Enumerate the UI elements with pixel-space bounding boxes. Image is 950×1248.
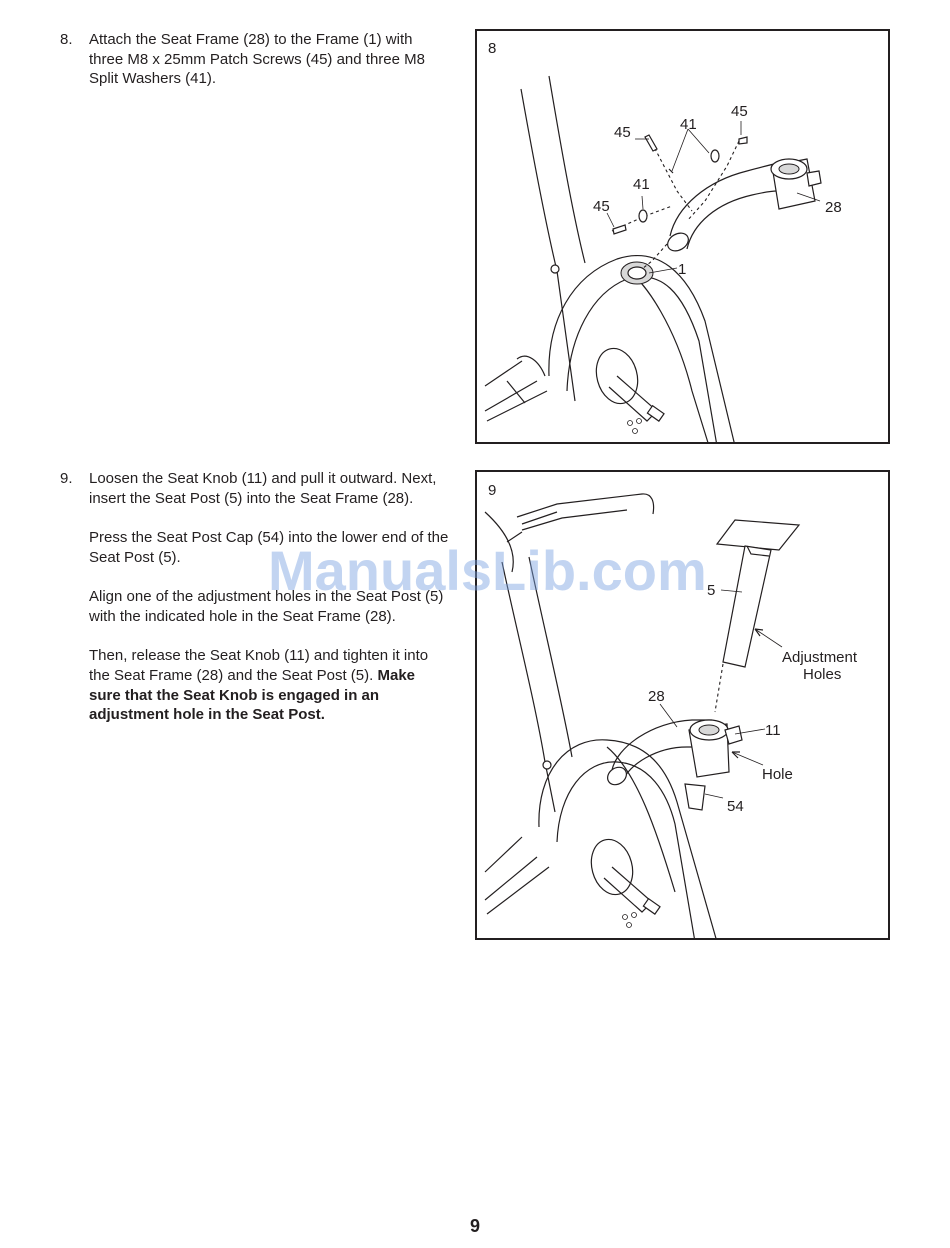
final-instruction: Then, release the Seat Knob (11) and tig…	[89, 647, 429, 684]
watermark: ManualsLib.com	[268, 539, 707, 602]
leader-54	[704, 793, 724, 799]
callout-45: 45	[614, 124, 631, 141]
seat-post-cap-54	[684, 783, 706, 811]
seat-frame-end	[607, 766, 627, 786]
leader-11	[734, 728, 766, 735]
step-8: 8. Attach the Seat Frame (28) to the Fra…	[60, 30, 450, 89]
frame-tube-edge	[548, 75, 586, 264]
frame-lower-tube	[484, 360, 548, 422]
screw-hole	[631, 912, 637, 918]
frame-body-inner	[622, 266, 709, 442]
leader-28	[796, 192, 821, 202]
frame-tube-edge	[501, 561, 556, 813]
page-number: 9	[469, 1216, 480, 1236]
split-washer-41	[668, 168, 674, 174]
step-paragraph-final: Then, release the Seat Knob (11) and tig…	[89, 646, 450, 725]
callout-1: 1	[678, 261, 686, 278]
seat-frame-tube	[621, 746, 702, 783]
leader-hole	[731, 751, 764, 766]
leader-5	[720, 589, 743, 593]
seat-frame-tube	[611, 719, 712, 771]
leader-adjustment-holes	[754, 628, 783, 648]
screw-hole	[622, 914, 628, 920]
step-paragraph: Press the Seat Post Cap (54) into the lo…	[89, 529, 449, 566]
screw-hole	[627, 420, 633, 426]
assembly-line	[714, 663, 724, 713]
assembly-line	[651, 142, 693, 212]
frame-tube-edge	[520, 88, 576, 402]
callout-hole: Hole	[762, 766, 793, 783]
frame-lower-tube	[506, 355, 546, 404]
frame-bolt	[542, 760, 552, 770]
handlebar	[516, 493, 655, 518]
frame-lower-tube	[484, 836, 550, 915]
split-washer-41	[638, 209, 648, 223]
callout-54: 54	[727, 798, 744, 815]
callout-adjustment: Adjustment	[782, 649, 858, 666]
handlebar	[484, 511, 514, 573]
seat-frame-end	[667, 232, 689, 252]
screw-hole	[626, 922, 632, 928]
screw-hole	[632, 428, 638, 434]
step-number: 8.	[60, 31, 73, 48]
seat-frame-tube	[669, 160, 788, 237]
important-note: Make sure that the Seat Knob is engaged …	[89, 666, 416, 724]
step-paragraph: Align one of the adjustment holes in the…	[89, 588, 444, 625]
figure-9-drawing: 9	[484, 482, 858, 938]
seat-post-5	[722, 545, 772, 668]
step-body: Attach the Seat Frame (28) to the Frame …	[89, 30, 450, 89]
seat-frame-opening-inner	[698, 724, 720, 736]
crank-end	[646, 404, 665, 422]
leader-41	[641, 195, 644, 210]
callout-5: 5	[707, 582, 715, 599]
handlebar	[521, 509, 628, 531]
patch-screw-45	[612, 224, 627, 235]
arrow-head	[731, 751, 740, 759]
leader-1	[648, 267, 678, 274]
frame-mount-hole	[627, 266, 647, 280]
arrow-head	[754, 628, 764, 637]
frame-body-inner	[566, 276, 717, 442]
callout-holes: Holes	[803, 666, 841, 683]
figure-8: 8	[475, 29, 890, 444]
seat-knob	[806, 170, 822, 187]
callout-45: 45	[731, 103, 748, 120]
step-paragraph: Loosen the Seat Knob (11) and pull it ou…	[89, 470, 437, 507]
patch-screw-45	[738, 136, 748, 145]
handlebar-grip	[506, 511, 558, 543]
callout-28: 28	[648, 688, 665, 705]
callout-41: 41	[633, 176, 650, 193]
frame-tube-edge	[528, 556, 573, 758]
leader-41	[671, 128, 710, 172]
patch-screw-45	[644, 134, 658, 152]
callout-11: 11	[765, 722, 781, 739]
seat-post-plate	[715, 519, 801, 551]
seat-post-neck	[746, 545, 770, 557]
callout-28: 28	[825, 199, 842, 216]
frame-body	[548, 255, 735, 442]
figure-number: 8	[488, 40, 496, 57]
step-paragraph: Attach the Seat Frame (28) to the Frame …	[89, 31, 425, 88]
figure-9: 9	[475, 470, 890, 940]
callout-45: 45	[593, 198, 610, 215]
seat-frame-tube	[686, 190, 778, 250]
step-body: Loosen the Seat Knob (11) and pull it ou…	[89, 469, 450, 725]
callout-41: 41	[680, 116, 697, 133]
figure-8-drawing: 8	[484, 40, 842, 442]
split-washer-41	[710, 149, 720, 163]
frame-body-inner	[556, 761, 695, 938]
step-number: 9.	[60, 470, 73, 487]
assembly-line	[641, 243, 668, 270]
frame-body	[538, 739, 717, 938]
figure-number: 9	[488, 482, 496, 499]
crank-end	[642, 897, 661, 915]
seat-frame-opening-inner	[778, 163, 800, 175]
screw-hole	[636, 418, 642, 424]
leader-28	[659, 703, 678, 728]
leader-45	[606, 212, 615, 228]
frame-bolt	[550, 264, 560, 274]
seat-knob-11	[724, 725, 743, 745]
assembly-line	[686, 140, 740, 222]
step-9: 9. Loosen the Seat Knob (11) and pull it…	[60, 469, 450, 725]
